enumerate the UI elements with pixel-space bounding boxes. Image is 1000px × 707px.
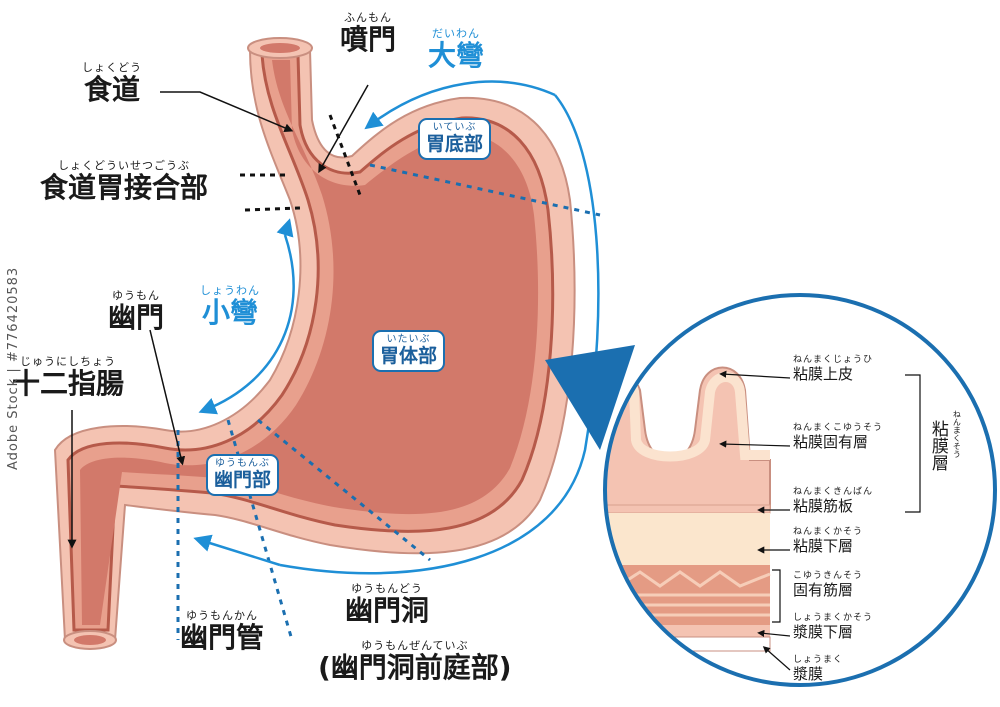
layer-lamina-propria: ねんまくこゆうそう 粘膜固有層 <box>793 423 884 451</box>
region-body: いたいぶ 胃体部 <box>372 330 446 372</box>
layer-serosa: しょうまく 漿膜 <box>793 655 844 683</box>
leader-shokudo <box>160 91 294 133</box>
layer-submucosa: ねんまくかそう 粘膜下層 <box>793 527 864 555</box>
leader-yuumon <box>149 329 186 466</box>
layer-epithelium: ねんまくじょうひ 粘膜上皮 <box>793 355 874 383</box>
leader-funmon <box>318 84 369 174</box>
layer-muscularis-mucosae: ねんまくきんばん 粘膜筋板 <box>793 487 874 515</box>
layer-muscularis-propria: こゆうきんそう 固有筋層 <box>793 571 864 599</box>
region-fundus: いていぶ 胃底部 <box>418 118 492 160</box>
layer-mucosa-group-ruby: ねんまくそう <box>952 410 962 458</box>
label-antrum: ゆうもんぜんていぶ (幽門洞前庭部) <box>318 639 512 684</box>
label-duodenum: じゅうにしちょう 十二指腸 <box>12 355 125 400</box>
muscle-bracket <box>772 569 781 623</box>
zoom-wedge <box>545 345 635 450</box>
junction-boundaries <box>240 114 362 212</box>
mucosa-bracket <box>905 374 921 513</box>
label-shouwan: しょうわん 小彎 <box>200 284 260 329</box>
greater-curvature-arrow <box>279 94 600 575</box>
label-daiwan: だいわん 大彎 <box>428 27 485 72</box>
layer-mucosa-group: 粘膜層 <box>927 420 948 471</box>
label-ejg: しょくどういせつごうぶ 食道胃接合部 <box>40 159 209 204</box>
label-yuumondou: ゆうもんどう 幽門洞 <box>345 582 430 627</box>
lesser-curvature-arrow <box>198 234 295 415</box>
label-yuumonkan: ゆうもんかん 幽門管 <box>180 609 265 654</box>
label-funmon: ふんもん 噴門 <box>340 11 397 56</box>
region-pyloric: ゆうもんぶ 幽門部 <box>206 454 280 496</box>
stomach-mucosa <box>80 60 539 625</box>
label-shokudo: しょくどう 食道 <box>82 61 142 106</box>
watermark: Adobe Stock | #776420583 <box>6 266 21 470</box>
label-yuumon: ゆうもん 幽門 <box>108 289 165 334</box>
magnify-circle-border <box>603 293 997 687</box>
layer-subserosa: しょうまくかそう 漿膜下層 <box>793 613 874 641</box>
